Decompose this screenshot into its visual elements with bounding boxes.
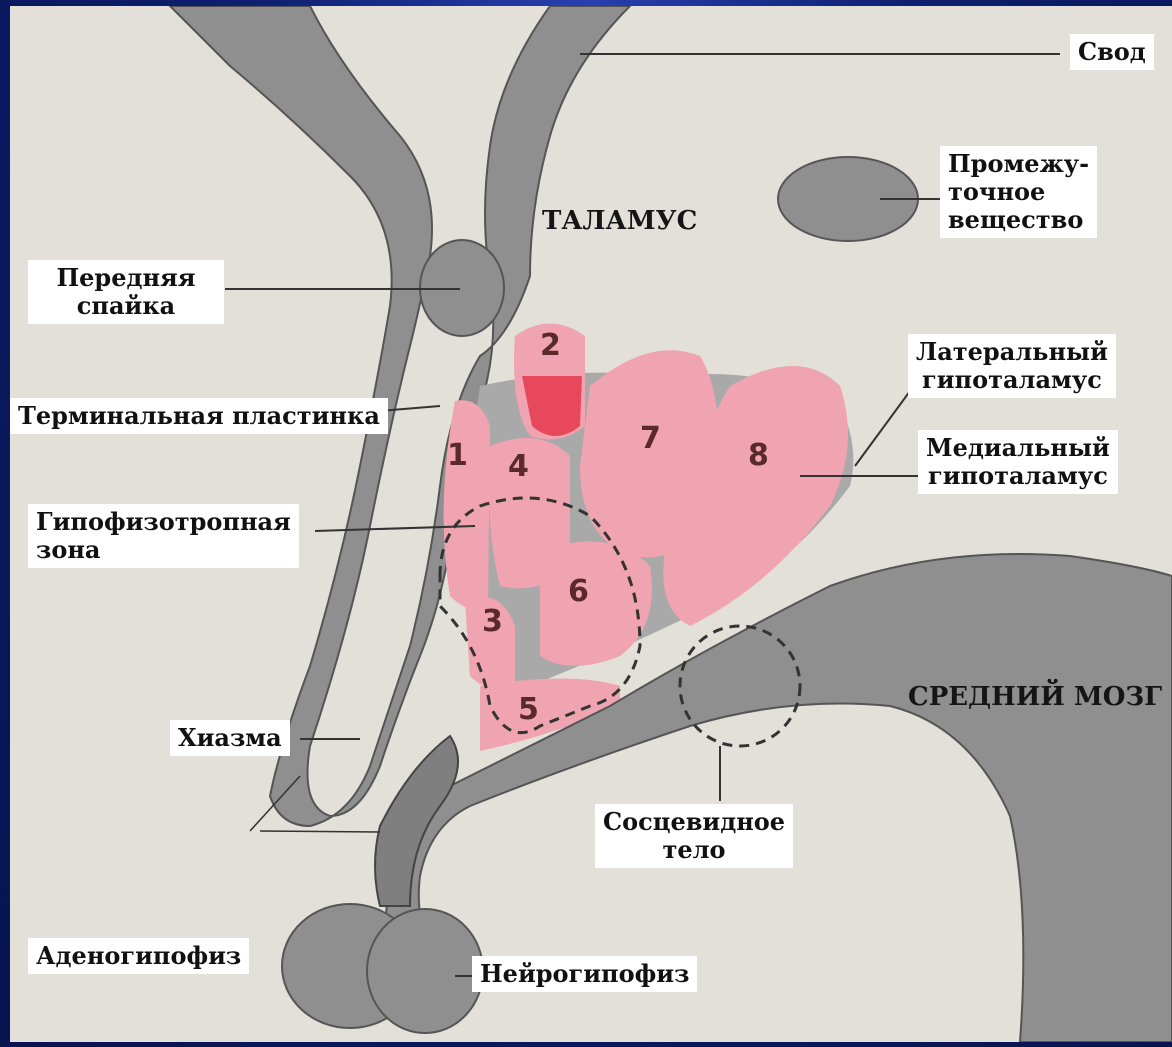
label-svod: Свод xyxy=(1070,34,1154,70)
nucleus-number-1: 1 xyxy=(447,438,468,473)
label-perednyaya-spaika: Передняя спайка xyxy=(28,260,224,324)
nucleus-number-8: 8 xyxy=(748,438,769,473)
label-socevidnoe: Сосцевидное тело xyxy=(595,804,793,868)
leader-optic-2 xyxy=(260,831,380,832)
nucleus-number-4: 4 xyxy=(508,449,529,484)
nucleus-number-5: 5 xyxy=(518,692,539,727)
label-sredniy-mozg: СРЕДНИЙ МОЗГ xyxy=(908,682,1162,712)
label-medialnyi: Медиальный гипоталамус xyxy=(918,430,1118,494)
label-lateralnyi: Латеральный гипоталамус xyxy=(908,334,1116,398)
label-neirogipofiz: Нейрогипофиз xyxy=(472,956,697,992)
label-terminalnaya: Терминальная пластинка xyxy=(10,398,388,434)
leader-lateral xyxy=(855,391,910,466)
nucleus-6 xyxy=(540,541,652,666)
label-gipofizotropnaya: Гипофизотропная зона xyxy=(28,504,299,568)
nucleus-number-3: 3 xyxy=(482,604,503,639)
label-talamus: ТАЛАМУС xyxy=(542,206,697,236)
label-adenogipofiz: Аденогипофиз xyxy=(28,938,249,974)
nucleus-number-7: 7 xyxy=(640,421,661,456)
nucleus-number-6: 6 xyxy=(568,574,589,609)
neurohypophysis xyxy=(367,909,483,1033)
label-hiazma: Хиазма xyxy=(170,720,290,756)
label-promezhutochnoe: Промежу- точное вещество xyxy=(940,146,1097,238)
diagram-panel: 1 2 3 4 5 6 7 8 Свод Промежу- точное вещ… xyxy=(10,6,1172,1042)
nucleus-number-2: 2 xyxy=(540,328,561,363)
